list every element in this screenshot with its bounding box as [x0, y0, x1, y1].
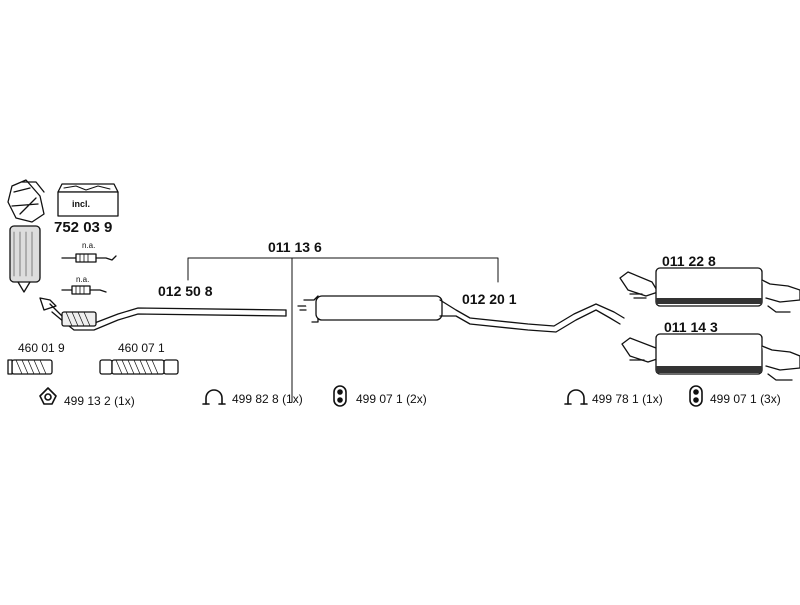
rear-silencer-1-part-number: 011 22 8 [662, 253, 716, 269]
flex-pipe-2-part-number: 460 07 1 [118, 341, 165, 355]
gasket-triangle-icon [39, 387, 57, 405]
catalytic-converter [7, 179, 45, 293]
flex-pipe-1-part-number: 460 01 9 [18, 341, 65, 355]
rear-silencer-2 [621, 333, 800, 381]
rubber-mount-icon [333, 385, 347, 407]
sensor-note-2: n.a. [76, 275, 90, 284]
sensor-note-1: n.a. [82, 241, 96, 250]
rubber-mount-icon [689, 385, 703, 407]
front-pipe-part-number: 012 50 8 [158, 283, 213, 299]
fitting-5-label: 499 07 1 (3x) [710, 392, 781, 406]
middle-pipe-part-number: 012 20 1 [462, 291, 517, 307]
assembly-leader-lines [187, 257, 499, 403]
middle-silencer [297, 295, 625, 333]
rear-silencer-2-part-number: 011 14 3 [664, 319, 718, 335]
rear-silencer-1 [619, 267, 800, 313]
fitting-3-label: 499 07 1 (2x) [356, 392, 427, 406]
flex-pipe-1 [7, 359, 53, 375]
clamp-icon [202, 389, 226, 405]
lambda-sensor-1 [61, 253, 117, 263]
kit-box-icon [57, 183, 119, 217]
clamp-icon [564, 389, 588, 405]
front-pipe [39, 297, 287, 331]
flex-pipe-2 [99, 359, 179, 375]
kit-part-number: 752 03 9 [54, 219, 113, 236]
fitting-1-label: 499 13 2 (1x) [64, 394, 135, 408]
fitting-2-label: 499 82 8 (1x) [232, 392, 303, 406]
fitting-4-label: 499 78 1 (1x) [592, 392, 663, 406]
assembly-part-number: 011 13 6 [268, 239, 322, 255]
kit-badge: incl. [72, 199, 91, 209]
lambda-sensor-2 [61, 285, 107, 295]
